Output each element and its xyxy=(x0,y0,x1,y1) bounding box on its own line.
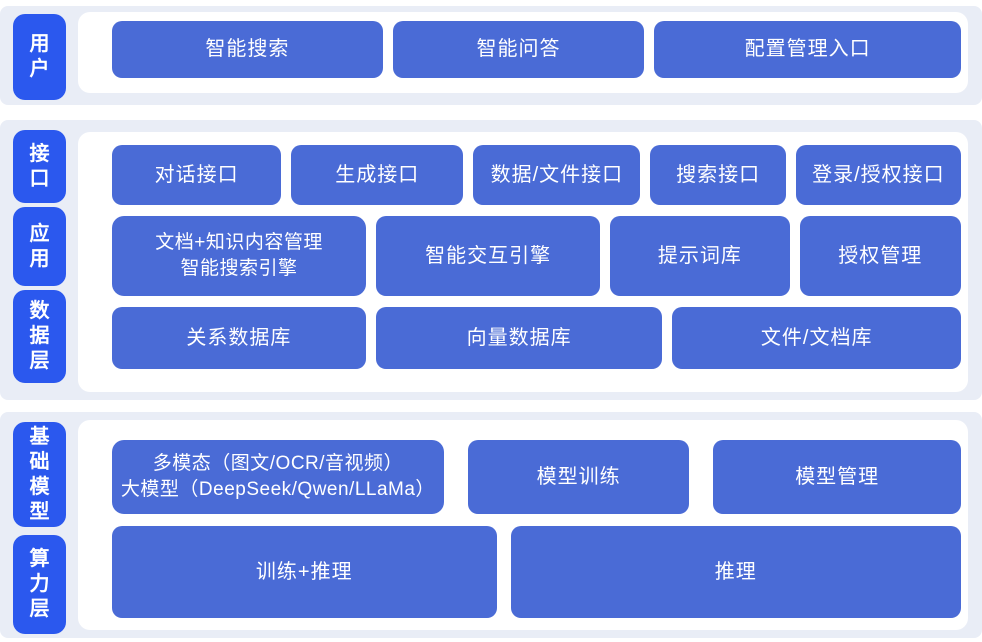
block-config-management-entry: 配置管理入口 xyxy=(654,21,961,78)
block-config-management-entry-label: 配置管理入口 xyxy=(744,38,871,60)
layer-pill-data-label: 数据层 xyxy=(29,300,50,372)
block-search-api-label: 搜索接口 xyxy=(676,163,761,186)
compute-row: 训练+推理 推理 xyxy=(112,526,961,618)
layer-pill-data: 数据层 xyxy=(13,290,66,383)
interface-row: 对话接口 生成接口 数据/文件接口 搜索接口 登录/授权接口 xyxy=(112,145,961,205)
block-smart-qa: 智能问答 xyxy=(392,21,645,78)
block-doc-knowledge-line1: 文档+知识内容管理 xyxy=(155,232,323,254)
block-multimodal-llm: 多模态（图文/OCR/音视频） 大模型（DeepSeek/Qwen/LLaMa） xyxy=(112,440,444,514)
block-inference: 推理 xyxy=(510,526,961,618)
block-smart-interaction-engine: 智能交互引擎 xyxy=(376,216,601,296)
block-file-doc-store: 文件/文档库 xyxy=(672,307,961,369)
layer-pill-compute: 算力层 xyxy=(13,535,66,634)
layer-pill-interface-label: 接口 xyxy=(29,142,50,190)
layer-pill-foundation-model-label: 基础模型 xyxy=(29,425,50,523)
model-layer-band: 基础模型 算力层 多模态（图文/OCR/音视频） 大模型（DeepSeek/Qw… xyxy=(0,412,982,638)
layer-pill-interface: 接口 xyxy=(13,130,66,203)
block-auth-management: 授权管理 xyxy=(799,216,961,296)
block-inference-label: 推理 xyxy=(714,560,757,583)
block-model-management: 模型管理 xyxy=(713,440,961,514)
block-prompt-library-label: 提示词库 xyxy=(657,244,742,267)
block-smart-search-label: 智能搜索 xyxy=(205,38,290,60)
block-multimodal-llm-line1: 多模态（图文/OCR/音视频） xyxy=(152,453,404,475)
block-relational-db: 关系数据库 xyxy=(112,307,366,369)
block-model-training: 模型训练 xyxy=(467,440,690,514)
block-generation-api-label: 生成接口 xyxy=(335,163,420,186)
user-layer-rail: 用户 xyxy=(0,6,78,105)
block-data-file-api-label: 数据/文件接口 xyxy=(490,163,624,186)
block-relational-db-label: 关系数据库 xyxy=(186,326,292,349)
block-model-management-label: 模型管理 xyxy=(795,465,880,488)
model-layer-panel: 多模态（图文/OCR/音视频） 大模型（DeepSeek/Qwen/LLaMa）… xyxy=(78,420,968,630)
model-layer-rail: 基础模型 算力层 xyxy=(0,412,78,638)
block-search-api: 搜索接口 xyxy=(650,145,786,205)
block-smart-search: 智能搜索 xyxy=(112,21,383,78)
middle-layer-band: 接口 应用 数据层 对话接口 生成接口 数据/文件接口 搜 xyxy=(0,120,982,400)
block-dialog-api: 对话接口 xyxy=(112,145,282,205)
block-file-doc-store-label: 文件/文档库 xyxy=(760,326,873,349)
block-vector-db-label: 向量数据库 xyxy=(466,326,572,349)
block-training-inference: 训练+推理 xyxy=(112,526,497,618)
application-row: 文档+知识内容管理 智能搜索引擎 智能交互引擎 提示词库 授权管理 xyxy=(112,216,961,296)
block-auth-management-label: 授权管理 xyxy=(838,244,923,267)
block-prompt-library: 提示词库 xyxy=(610,216,790,296)
middle-layer-panel: 对话接口 生成接口 数据/文件接口 搜索接口 登录/授权接口 文档+知识内容管理 xyxy=(78,132,968,392)
data-row: 关系数据库 向量数据库 文件/文档库 xyxy=(112,307,961,369)
block-training-inference-label: 训练+推理 xyxy=(255,560,353,583)
layer-pill-user: 用户 xyxy=(13,14,66,100)
block-data-file-api: 数据/文件接口 xyxy=(473,145,641,205)
block-vector-db: 向量数据库 xyxy=(375,307,663,369)
layer-pill-application-label: 应用 xyxy=(29,222,50,270)
user-layer-row: 智能搜索 智能问答 配置管理入口 xyxy=(112,21,961,78)
block-model-training-label: 模型训练 xyxy=(536,465,621,488)
middle-layer-rail: 接口 应用 数据层 xyxy=(0,120,78,400)
user-layer-band: 用户 智能搜索 智能问答 配置管理入口 xyxy=(0,6,982,105)
block-doc-knowledge-line2: 智能搜索引擎 xyxy=(180,258,298,279)
block-smart-qa-label: 智能问答 xyxy=(476,38,561,60)
block-login-auth-api: 登录/授权接口 xyxy=(795,145,961,205)
layer-pill-user-label: 用户 xyxy=(29,33,50,80)
user-layer-panel: 智能搜索 智能问答 配置管理入口 xyxy=(78,12,968,93)
layer-pill-compute-label: 算力层 xyxy=(29,548,50,620)
block-smart-interaction-engine-label: 智能交互引擎 xyxy=(425,244,552,267)
layer-pill-application: 应用 xyxy=(13,207,66,286)
block-multimodal-llm-line2: 大模型（DeepSeek/Qwen/LLaMa） xyxy=(120,479,435,500)
layer-pill-foundation-model: 基础模型 xyxy=(13,422,66,527)
block-dialog-api-label: 对话接口 xyxy=(154,163,239,186)
block-login-auth-api-label: 登录/授权接口 xyxy=(812,163,945,186)
block-doc-knowledge-search-engine: 文档+知识内容管理 智能搜索引擎 xyxy=(112,216,367,296)
foundation-model-row: 多模态（图文/OCR/音视频） 大模型（DeepSeek/Qwen/LLaMa）… xyxy=(112,440,961,514)
block-generation-api: 生成接口 xyxy=(291,145,464,205)
